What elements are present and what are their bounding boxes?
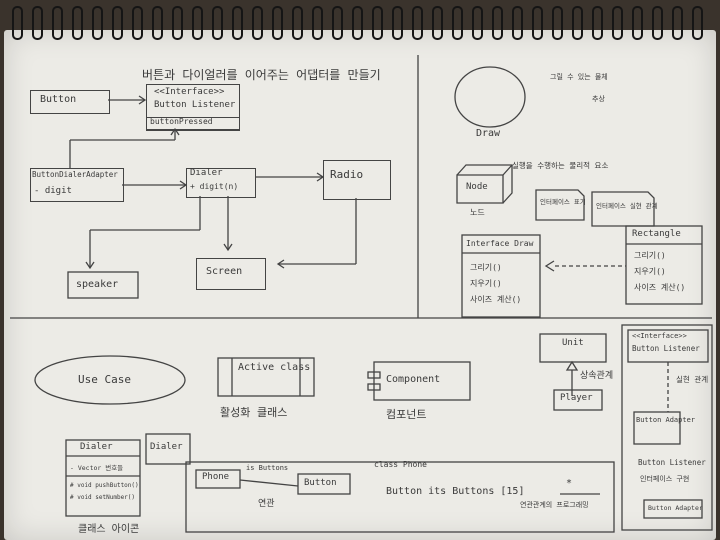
button-listener-label-2: Button Listener — [632, 344, 700, 353]
interface-draw-method-2: 지우기() — [470, 279, 502, 288]
node-description: 실행을 수행하는 물리적 요소 — [512, 161, 609, 170]
draw-note-abstract: 추상 — [592, 95, 605, 103]
realize-note: 인터페이스 실현 관계 — [596, 202, 658, 210]
node-korean-label: 노드 — [470, 208, 485, 217]
component-label: Component — [386, 374, 441, 385]
button-listener-label-3: Button Listener — [638, 458, 706, 467]
multiplicity-star: * — [566, 478, 573, 489]
active-class-korean: 활성화 클래스 — [220, 406, 288, 419]
speaker-class-label: speaker — [76, 279, 119, 290]
screen-class-box — [196, 258, 266, 290]
rectangle-method-1: 그리기() — [634, 251, 666, 260]
adapter-class-label: ButtonDialerAdapter — [32, 170, 118, 179]
dialer-method: + digit(n) — [190, 182, 239, 191]
button-listener-interface-box — [146, 84, 240, 130]
node-label: Node — [466, 182, 488, 192]
class-icon-label: 클래스 아이콘 — [78, 524, 140, 535]
player-label: Player — [560, 393, 593, 403]
is-buttons-label: is Buttons — [246, 464, 289, 472]
draw-label: Draw — [476, 128, 501, 139]
rectangle-method-2: 지우기() — [634, 267, 666, 276]
notebook-page — [4, 30, 716, 540]
page-title: 버튼과 다이얼러를 이어주는 어댑터를 만들기 — [142, 68, 381, 82]
button-pressed-method: buttonPressed — [150, 117, 213, 126]
dialer-class-icon-label: Dialer — [80, 442, 113, 452]
button-label-2: Button — [304, 478, 337, 488]
button-listener-label: Button Listener — [154, 100, 236, 110]
rectangle-method-3: 사이즈 계산() — [634, 283, 686, 292]
button-class-label: Button — [40, 94, 77, 105]
adapter-class-box — [30, 168, 124, 202]
rectangle-label: Rectangle — [632, 229, 681, 239]
interface-draw-label: Interface Draw — [466, 239, 534, 248]
screen-class-label: Screen — [206, 266, 243, 277]
dialer-attribute: - Vector 번호들 — [70, 464, 124, 472]
dialer-class-label: Dialer — [190, 168, 223, 178]
draw-note: 그릴 수 있는 물체 — [550, 73, 608, 81]
association-programming-note: 연관관계의 프로그래밍 — [520, 501, 589, 509]
interface-stereotype-2: <<Interface>> — [632, 332, 687, 340]
active-class-label: Active class — [238, 362, 311, 373]
interface-implement-note: 인터페이스 구현 — [640, 475, 690, 483]
realize-label: 실현 관계 — [676, 375, 709, 384]
dialer-operation-1: # void pushButton() — [70, 482, 139, 489]
radio-class-label: Radio — [330, 168, 364, 181]
button-adapter-small-label: Button Adapter — [648, 504, 703, 512]
radio-class-box — [323, 160, 391, 200]
unit-label: Unit — [562, 338, 584, 348]
button-pressed-method-box — [146, 117, 240, 131]
dialer-operation-2: # void setNumber() — [70, 494, 136, 501]
button-adapter-label: Button Adapter — [636, 416, 696, 424]
button-array-code: Button its Buttons [15] — [386, 486, 525, 497]
phone-label: Phone — [202, 472, 230, 482]
interface-draw-method-3: 사이즈 계산() — [470, 295, 522, 304]
inherit-label: 상속관계 — [580, 371, 614, 381]
adapter-digit-attr: - digit — [34, 186, 72, 196]
class-phone-code: class Phone — [374, 460, 427, 469]
button-class-box — [30, 90, 110, 114]
interface-draw-method-1: 그리기() — [470, 263, 502, 272]
component-korean: 컴포넌트 — [386, 408, 427, 421]
interface-stereotype: <<Interface>> — [154, 87, 225, 97]
association-label: 연관 — [258, 499, 275, 509]
use-case-label: Use Case — [78, 373, 131, 386]
spiral-binding — [0, 0, 720, 40]
dialer-icon-label: Dialer — [150, 442, 183, 452]
dialer-class-box — [186, 168, 256, 198]
interface-note: 인터페이스 표기 — [540, 198, 586, 206]
